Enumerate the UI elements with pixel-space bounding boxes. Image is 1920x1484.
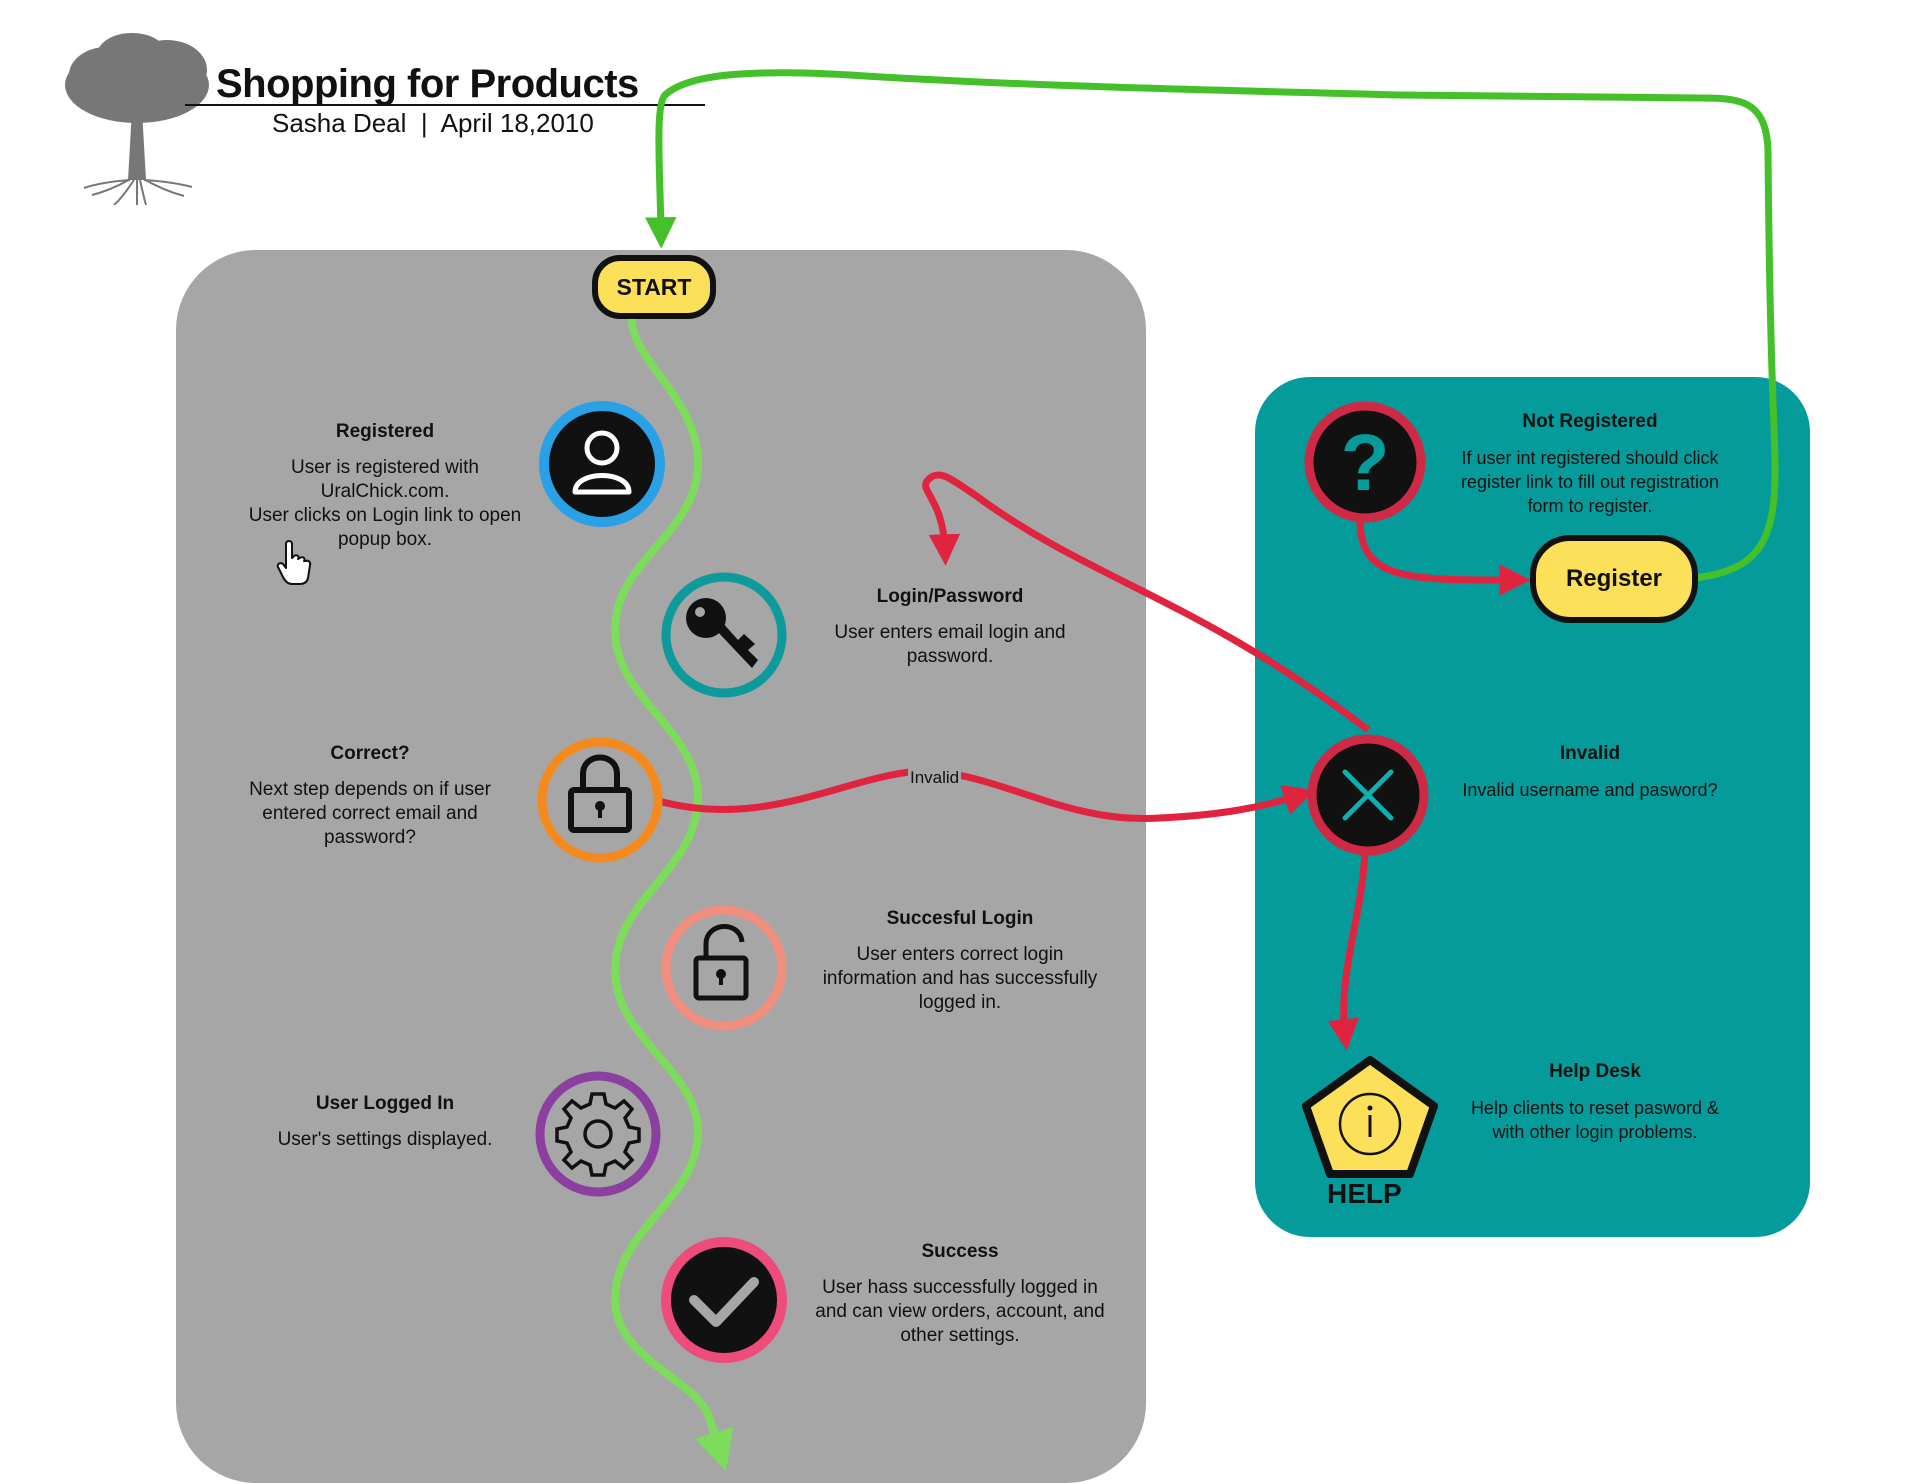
- step-invalid: Invalid Invalid username and pasword?: [1462, 743, 1718, 800]
- step-not-registered: Not Registered If user int registered sh…: [1460, 411, 1720, 516]
- to-register-connector: [1356, 519, 1531, 596]
- register-loop-connector: [645, 69, 1779, 582]
- invalid-connector: [654, 767, 1315, 823]
- x-icon: [1307, 734, 1429, 856]
- user-icon: [539, 401, 665, 527]
- key-icon: [661, 572, 787, 698]
- step-login-password: Login/Password User enters email login a…: [834, 586, 1066, 667]
- title-underline: [185, 104, 705, 106]
- start-node: START: [592, 255, 716, 319]
- step-help-desk: Help Desk Help clients to reset pasword …: [1470, 1061, 1720, 1142]
- register-button[interactable]: Register: [1530, 535, 1698, 623]
- to-help-connector: [1327, 849, 1369, 1051]
- step-registered: Registered User is registered with UralC…: [220, 420, 550, 552]
- step-user-logged-in: User Logged In User's settings displayed…: [277, 1093, 493, 1150]
- retry-connector: [922, 471, 1371, 733]
- step-successful-login: Succesful Login User enters correct logi…: [822, 908, 1098, 1013]
- step-title: Registered: [335, 421, 435, 442]
- question-mark-icon: ?: [1304, 401, 1426, 523]
- tree-icon: [65, 33, 209, 205]
- padlock-locked-icon: [537, 737, 663, 863]
- help-badge: HELP: [1327, 1178, 1402, 1209]
- page-title: Shopping for Products: [216, 62, 639, 106]
- svg-text:?: ?: [1341, 418, 1390, 507]
- step-correct: Correct? Next step depends on if user en…: [249, 743, 491, 848]
- main-flow-connector: [610, 317, 734, 1472]
- gear-icon: [535, 1071, 661, 1197]
- step-success: Success User hass successfully logged in…: [815, 1241, 1105, 1346]
- invalid-edge-label: Invalid: [908, 768, 962, 788]
- padlock-unlocked-icon: [661, 905, 787, 1031]
- info-pentagon-icon: [1302, 1056, 1438, 1178]
- page-subtitle: Sasha Deal | April 18,2010: [272, 108, 594, 138]
- checkmark-icon: [661, 1237, 787, 1363]
- hand-pointer-icon: [276, 540, 312, 585]
